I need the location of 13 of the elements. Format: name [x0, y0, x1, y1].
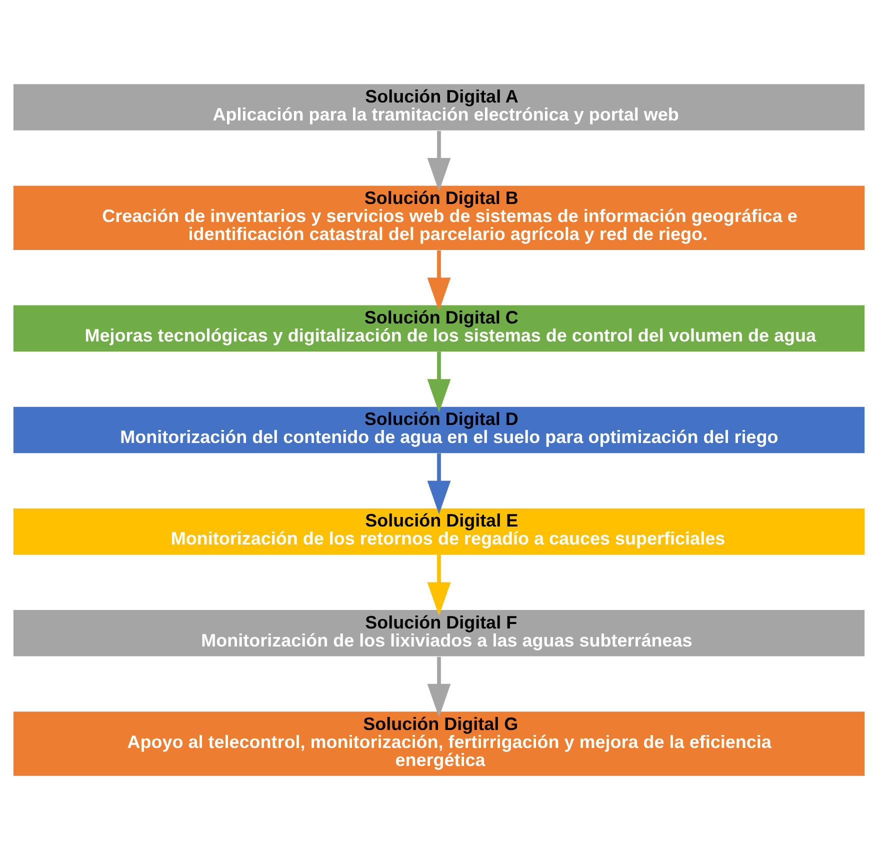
- arrow: [427, 656, 451, 717]
- node-box: Solución Digital C Mejoras tecnológicas y digitalización de los sistemas de control del volumen de agua: [13, 304, 865, 352]
- arrow: [427, 452, 451, 514]
- node-box: Solución Digital G Apoyo al telecontrol, monitorización, fertirrigación y mejora de la eficiencia energética: [13, 711, 865, 776]
- arrow: [427, 250, 451, 311]
- arrow: [427, 130, 451, 191]
- node-box: Solución Digital B Creación de inventarios y servicios web de sistemas de información geográfica e identificación catastral del parcelario agrícola y red de riego.: [13, 185, 865, 250]
- arrow: [427, 554, 451, 616]
- node-box: Solución Digital A Aplicación para la tramitación electrónica y portal web: [13, 84, 865, 130]
- arrow: [427, 351, 451, 412]
- node-box: Solución Digital D Monitorización del contenido de agua en el suelo para optimización del riego: [13, 406, 865, 453]
- node-box: Solución Digital F Monitorización de los lixiviados a las aguas subterráneas: [13, 610, 865, 656]
- node-box: Solución Digital E Monitorización de los retornos de regadío a cauces superficiales: [13, 508, 865, 554]
